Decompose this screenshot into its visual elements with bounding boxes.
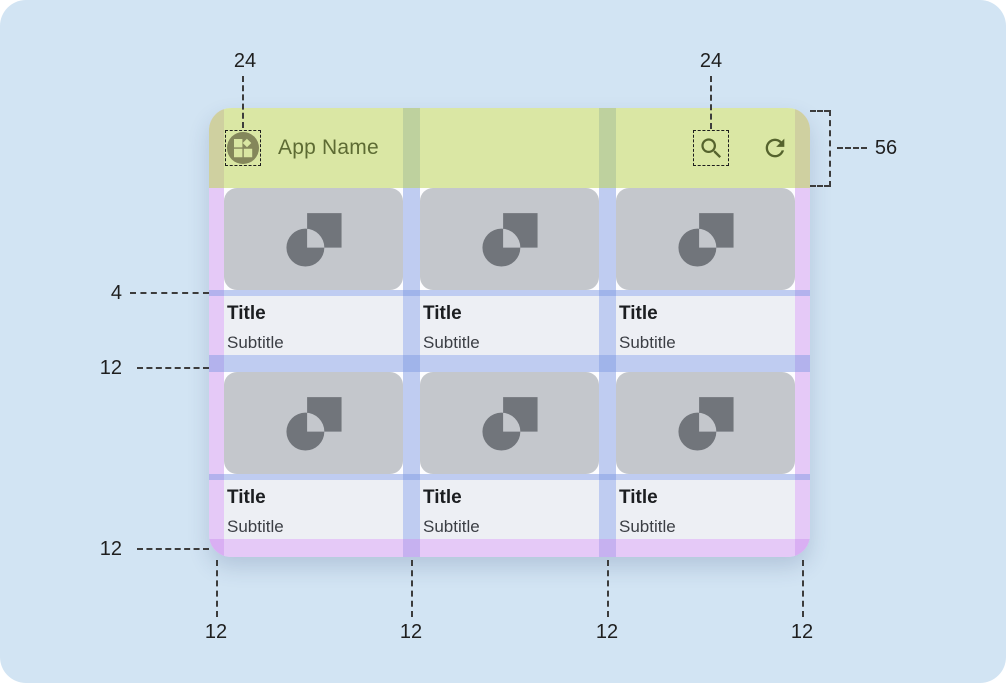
app-logo-button[interactable] <box>226 131 260 165</box>
search-icon[interactable] <box>698 135 725 162</box>
image-placeholder-icon <box>481 213 538 267</box>
card-text-block[interactable]: Title Subtitle <box>420 296 599 355</box>
card-text-block[interactable]: Title Subtitle <box>224 296 403 355</box>
dim-label-gutter-12: 12 <box>595 621 619 643</box>
image-title-gap-overlay-1 <box>209 290 810 296</box>
dim-label-appbar-56: 56 <box>874 137 898 159</box>
dim-line <box>130 292 209 294</box>
image-placeholder-icon <box>285 213 342 267</box>
card-subtitle: Subtitle <box>227 517 284 536</box>
card-text-block[interactable]: Title Subtitle <box>224 480 403 539</box>
dim-label-gap-4: 4 <box>110 282 122 304</box>
dim-label-row-gutter-12: 12 <box>99 357 122 379</box>
card-subtitle: Subtitle <box>619 517 676 536</box>
card-title: Title <box>227 487 266 508</box>
dim-label-icon-24-right: 24 <box>699 50 723 72</box>
search-icon-measure-box <box>693 130 729 166</box>
image-placeholder-icon <box>481 397 538 451</box>
app-title: App Name <box>278 136 379 159</box>
dim-line <box>137 367 209 369</box>
dim-line <box>216 560 218 617</box>
refresh-icon[interactable] <box>761 134 789 162</box>
card-image[interactable] <box>420 372 599 474</box>
card-title: Title <box>619 303 658 324</box>
card-title: Title <box>423 487 462 508</box>
leading-icon-measure-box <box>225 130 261 166</box>
dim-label-margin-12: 12 <box>790 621 814 643</box>
card-image[interactable] <box>224 188 403 290</box>
refresh-icon-wrap <box>761 134 789 162</box>
dim-label-gutter-12: 12 <box>399 621 423 643</box>
card-subtitle: Subtitle <box>423 517 480 536</box>
dim-label-margin-12: 12 <box>204 621 228 643</box>
card-subtitle: Subtitle <box>227 333 284 352</box>
card-subtitle: Subtitle <box>423 333 480 352</box>
top-app-bar: App Name <box>209 108 810 188</box>
card-text-block[interactable]: Title Subtitle <box>616 296 795 355</box>
dim-line <box>137 548 209 550</box>
image-placeholder-icon <box>677 213 734 267</box>
bottom-margin-overlay <box>209 539 810 557</box>
dim-line <box>411 560 413 617</box>
card-image[interactable] <box>616 372 795 474</box>
card-subtitle: Subtitle <box>619 333 676 352</box>
dim-bracket-bottom <box>810 185 830 187</box>
dim-line <box>242 76 244 128</box>
image-placeholder-icon <box>285 397 342 451</box>
app-mockup: Title Subtitle Title Subtitle Title Subt… <box>209 108 810 557</box>
dim-label-bottom-margin-12: 12 <box>99 538 122 560</box>
dim-bracket-side <box>829 110 831 187</box>
dim-label-icon-24-left: 24 <box>233 50 257 72</box>
image-placeholder-icon <box>677 397 734 451</box>
card-title: Title <box>423 303 462 324</box>
card-image[interactable] <box>420 188 599 290</box>
dim-line <box>607 560 609 617</box>
card-image[interactable] <box>616 188 795 290</box>
image-title-gap-overlay-2 <box>209 474 810 480</box>
card-title: Title <box>619 487 658 508</box>
dim-bracket-top <box>810 110 830 112</box>
dim-line <box>802 560 804 617</box>
card-title: Title <box>227 303 266 324</box>
dim-line <box>837 147 867 149</box>
card-text-block[interactable]: Title Subtitle <box>616 480 795 539</box>
card-image[interactable] <box>224 372 403 474</box>
card-text-block[interactable]: Title Subtitle <box>420 480 599 539</box>
dim-line <box>710 76 712 129</box>
row-gutter-overlay <box>209 355 810 372</box>
